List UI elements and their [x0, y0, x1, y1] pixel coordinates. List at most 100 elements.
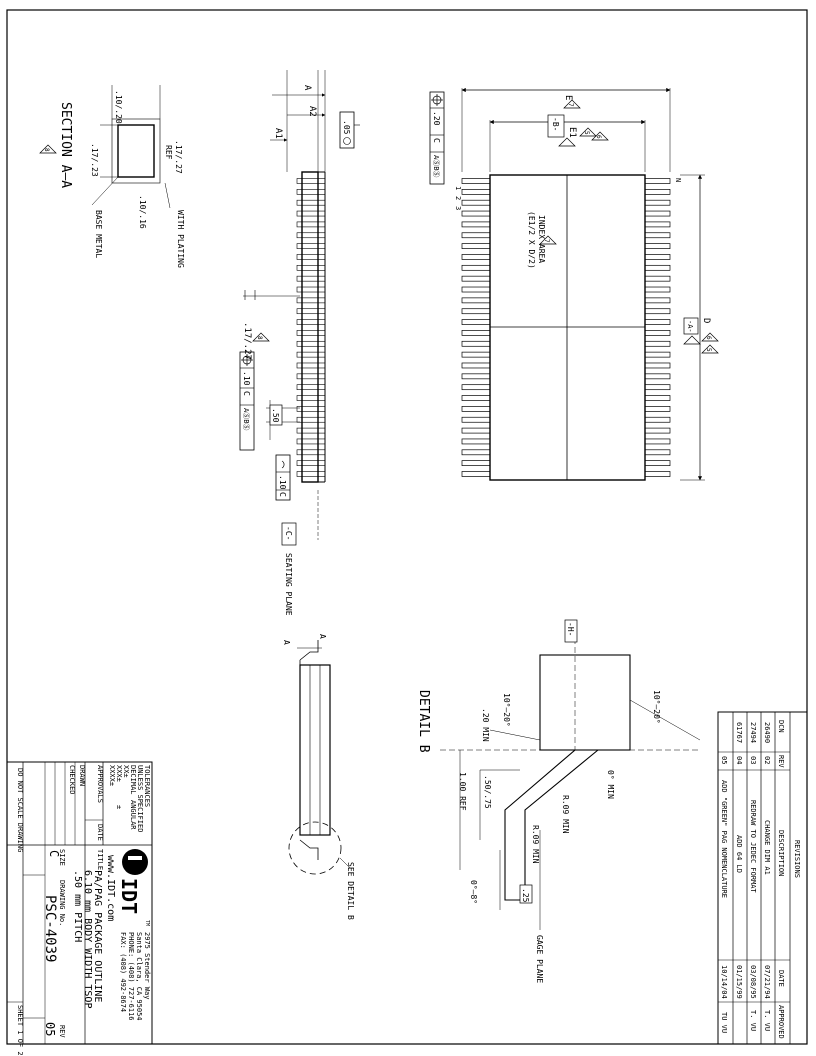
datum-b: -B- [551, 117, 560, 131]
svg-text:5: 5 [705, 348, 712, 352]
title-line-1: PA/PAG PACKAGE OUTLINE [92, 870, 103, 1002]
lead [296, 265, 326, 271]
lead [461, 340, 491, 347]
lead [461, 351, 491, 358]
lead [461, 232, 491, 239]
lead [461, 264, 491, 271]
approvals-label: APPROVALS [96, 765, 104, 803]
svg-text:TM: TM [144, 920, 150, 926]
lead [644, 210, 671, 217]
datum-c: -C- [284, 526, 293, 540]
angle-top: 10°–20° [652, 690, 661, 724]
lead [644, 297, 671, 304]
base-metal-label: BASE METAL [94, 210, 103, 258]
fax: FAX: (408) 492-8674 [119, 932, 127, 1012]
svg-text:UNLESS SPECIFIED: UNLESS SPECIFIED [136, 765, 144, 832]
lead [296, 340, 326, 347]
section-dim-1016: .10/.16 [138, 195, 147, 229]
idt-logo: IDT TM [117, 849, 150, 926]
lead [296, 471, 326, 477]
side-body [301, 171, 319, 483]
lead-width-dim: .17/.27 [242, 322, 252, 360]
rev-value: 05 [43, 1022, 57, 1036]
tolerance-frame-20: .20 C AⓈBⓈ [429, 91, 445, 185]
dim-a: A [302, 85, 312, 91]
lead [461, 449, 491, 456]
ref-100: 1.00 REF [458, 772, 467, 811]
dim-a2: A2 [307, 106, 317, 117]
lead [461, 362, 491, 369]
svg-text:03: 03 [749, 756, 757, 764]
gage-plane-label: GAGE PLANE [535, 935, 544, 983]
svg-text:REV: REV [777, 755, 785, 768]
with-plating-label: WITH PLATING [176, 210, 185, 268]
lead [461, 406, 491, 412]
lead [644, 275, 671, 282]
svg-text:DCN: DCN [777, 720, 785, 733]
pin-1-label: 1 [454, 186, 462, 190]
svg-text:SIZE: SIZE [58, 849, 66, 866]
lead [461, 210, 491, 217]
svg-text:T. VU: T. VU [749, 1010, 757, 1031]
lead [644, 373, 671, 380]
lead [461, 275, 491, 282]
leads-right [644, 178, 671, 477]
rev-row-3-dcn: 61767 [735, 722, 743, 743]
lead [296, 416, 326, 423]
lead [461, 373, 491, 380]
svg-text:05: 05 [720, 756, 728, 764]
lead [296, 199, 326, 206]
svg-text:T. VU: T. VU [763, 1010, 771, 1031]
lead [296, 189, 326, 195]
lead [644, 416, 671, 423]
lead [296, 178, 326, 184]
arrow-a-right: A [318, 634, 327, 639]
lead [296, 384, 326, 390]
datum-a: -A- [686, 320, 694, 333]
see-detail-b: SEE DETAIL B [346, 862, 355, 920]
r09-upper: R.09 MIN [561, 795, 570, 834]
svg-text:10/14/04: 10/14/04 [720, 965, 728, 999]
lead [296, 232, 326, 239]
lead [296, 221, 326, 228]
svg-text:.20: .20 [432, 111, 441, 126]
lead [461, 395, 491, 401]
pin-n-label: N [674, 178, 682, 182]
lead [296, 308, 326, 315]
sheet-number: SHEET 1 OF 2 [16, 1005, 24, 1056]
lead [644, 340, 671, 347]
lead [296, 319, 326, 325]
drawing-number: PSC-4039 [42, 895, 58, 962]
lead [644, 427, 671, 434]
svg-text:CHANGE DIM A1: CHANGE DIM A1 [763, 820, 771, 875]
rev-row-1-dcn: 26490 [763, 722, 771, 743]
svg-text:8: 8 [256, 336, 263, 340]
svg-text:AⓈBⓈ: AⓈBⓈ [242, 408, 250, 430]
frame-05: .05 [342, 120, 351, 135]
svg-text:02: 02 [763, 756, 771, 764]
callout-triangle-6: 6 [595, 135, 602, 139]
lead [461, 308, 491, 315]
svg-text:C: C [278, 492, 287, 497]
lead [296, 275, 326, 282]
svg-text:REV: REV [58, 1025, 66, 1038]
lead [644, 319, 671, 325]
lead [644, 351, 671, 358]
package-body [489, 174, 646, 481]
svg-text:07/21/94: 07/21/94 [763, 965, 771, 999]
tolerances-label: TOLERANCES [143, 765, 151, 807]
leads-left [461, 178, 491, 477]
lead [461, 330, 491, 336]
svg-text:XXX±: XXX± [115, 765, 123, 782]
lead [296, 427, 326, 434]
lead [644, 264, 671, 271]
coplanarity-value: .10 [278, 475, 287, 490]
svg-text:C: C [432, 138, 441, 143]
lead [461, 471, 491, 477]
section-dim-1727: .17/.27 [174, 140, 183, 174]
size-value: C [47, 850, 61, 857]
lead [296, 406, 326, 412]
lead [461, 243, 491, 249]
lead [296, 210, 326, 217]
